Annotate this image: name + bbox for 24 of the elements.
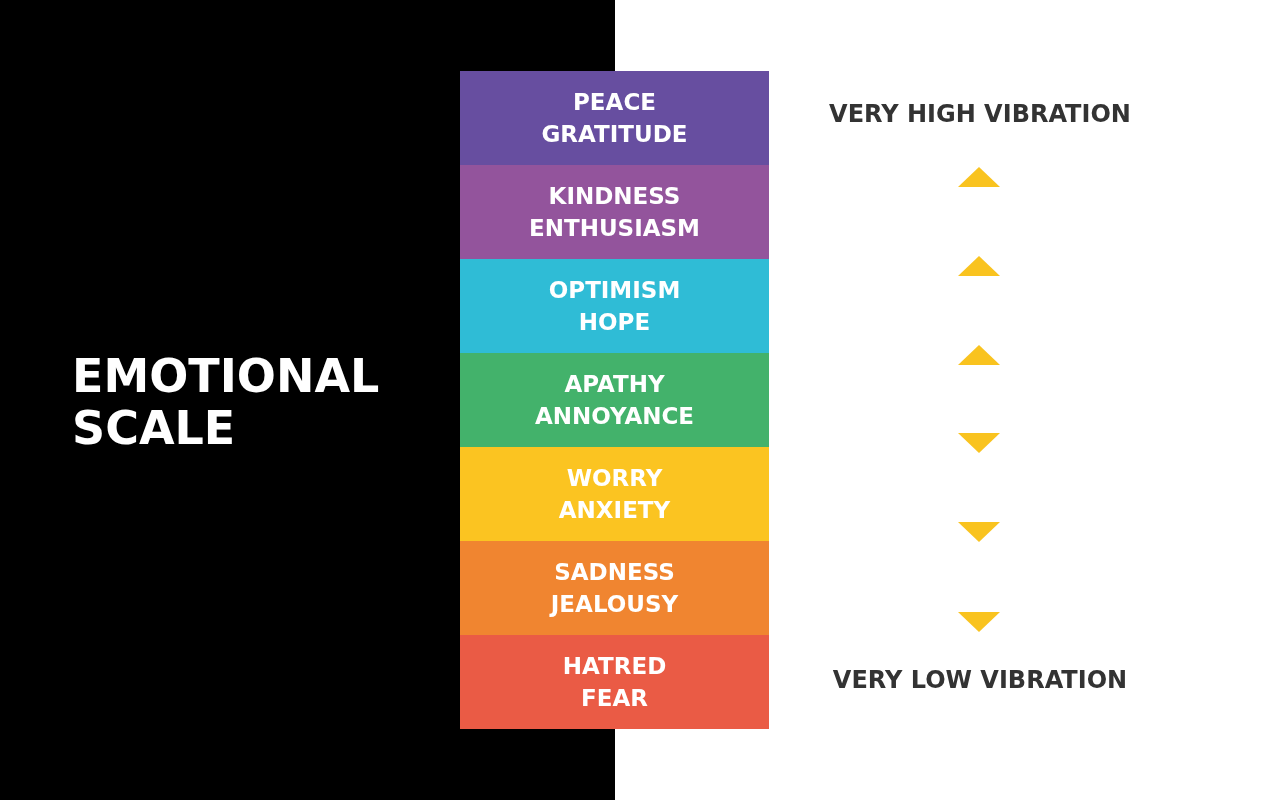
emotion-label: HATRED — [562, 652, 667, 681]
scale-band — [460, 635, 769, 729]
emotion-label: HOPE — [578, 308, 651, 337]
scale-end-label: VERY LOW VIBRATION — [831, 666, 1129, 694]
scale-band — [460, 259, 769, 353]
emotion-label: GRATITUDE — [541, 120, 688, 149]
scale-band — [460, 541, 769, 635]
emotion-label: KINDNESS — [548, 182, 681, 211]
emotion-label: WORRY — [566, 464, 663, 493]
scale-band — [460, 353, 769, 447]
emotion-label: ANXIETY — [558, 496, 671, 525]
emotion-label: FEAR — [581, 684, 648, 713]
emotion-label: PEACE — [573, 88, 656, 117]
emotion-label: SADNESS — [554, 558, 675, 587]
scale-band — [460, 165, 769, 259]
scale-end-label: VERY HIGH VIBRATION — [828, 100, 1132, 128]
scale-band — [460, 71, 769, 165]
emotion-label: APATHY — [564, 370, 665, 399]
title: EMOTIONAL SCALE — [72, 350, 381, 454]
scale-band — [460, 447, 769, 541]
emotion-label: OPTIMISM — [548, 276, 681, 305]
emotion-label: ANNOYANCE — [534, 402, 695, 431]
emotion-label: ENTHUSIASM — [529, 214, 700, 243]
emotion-label: JEALOUSY — [550, 590, 679, 619]
